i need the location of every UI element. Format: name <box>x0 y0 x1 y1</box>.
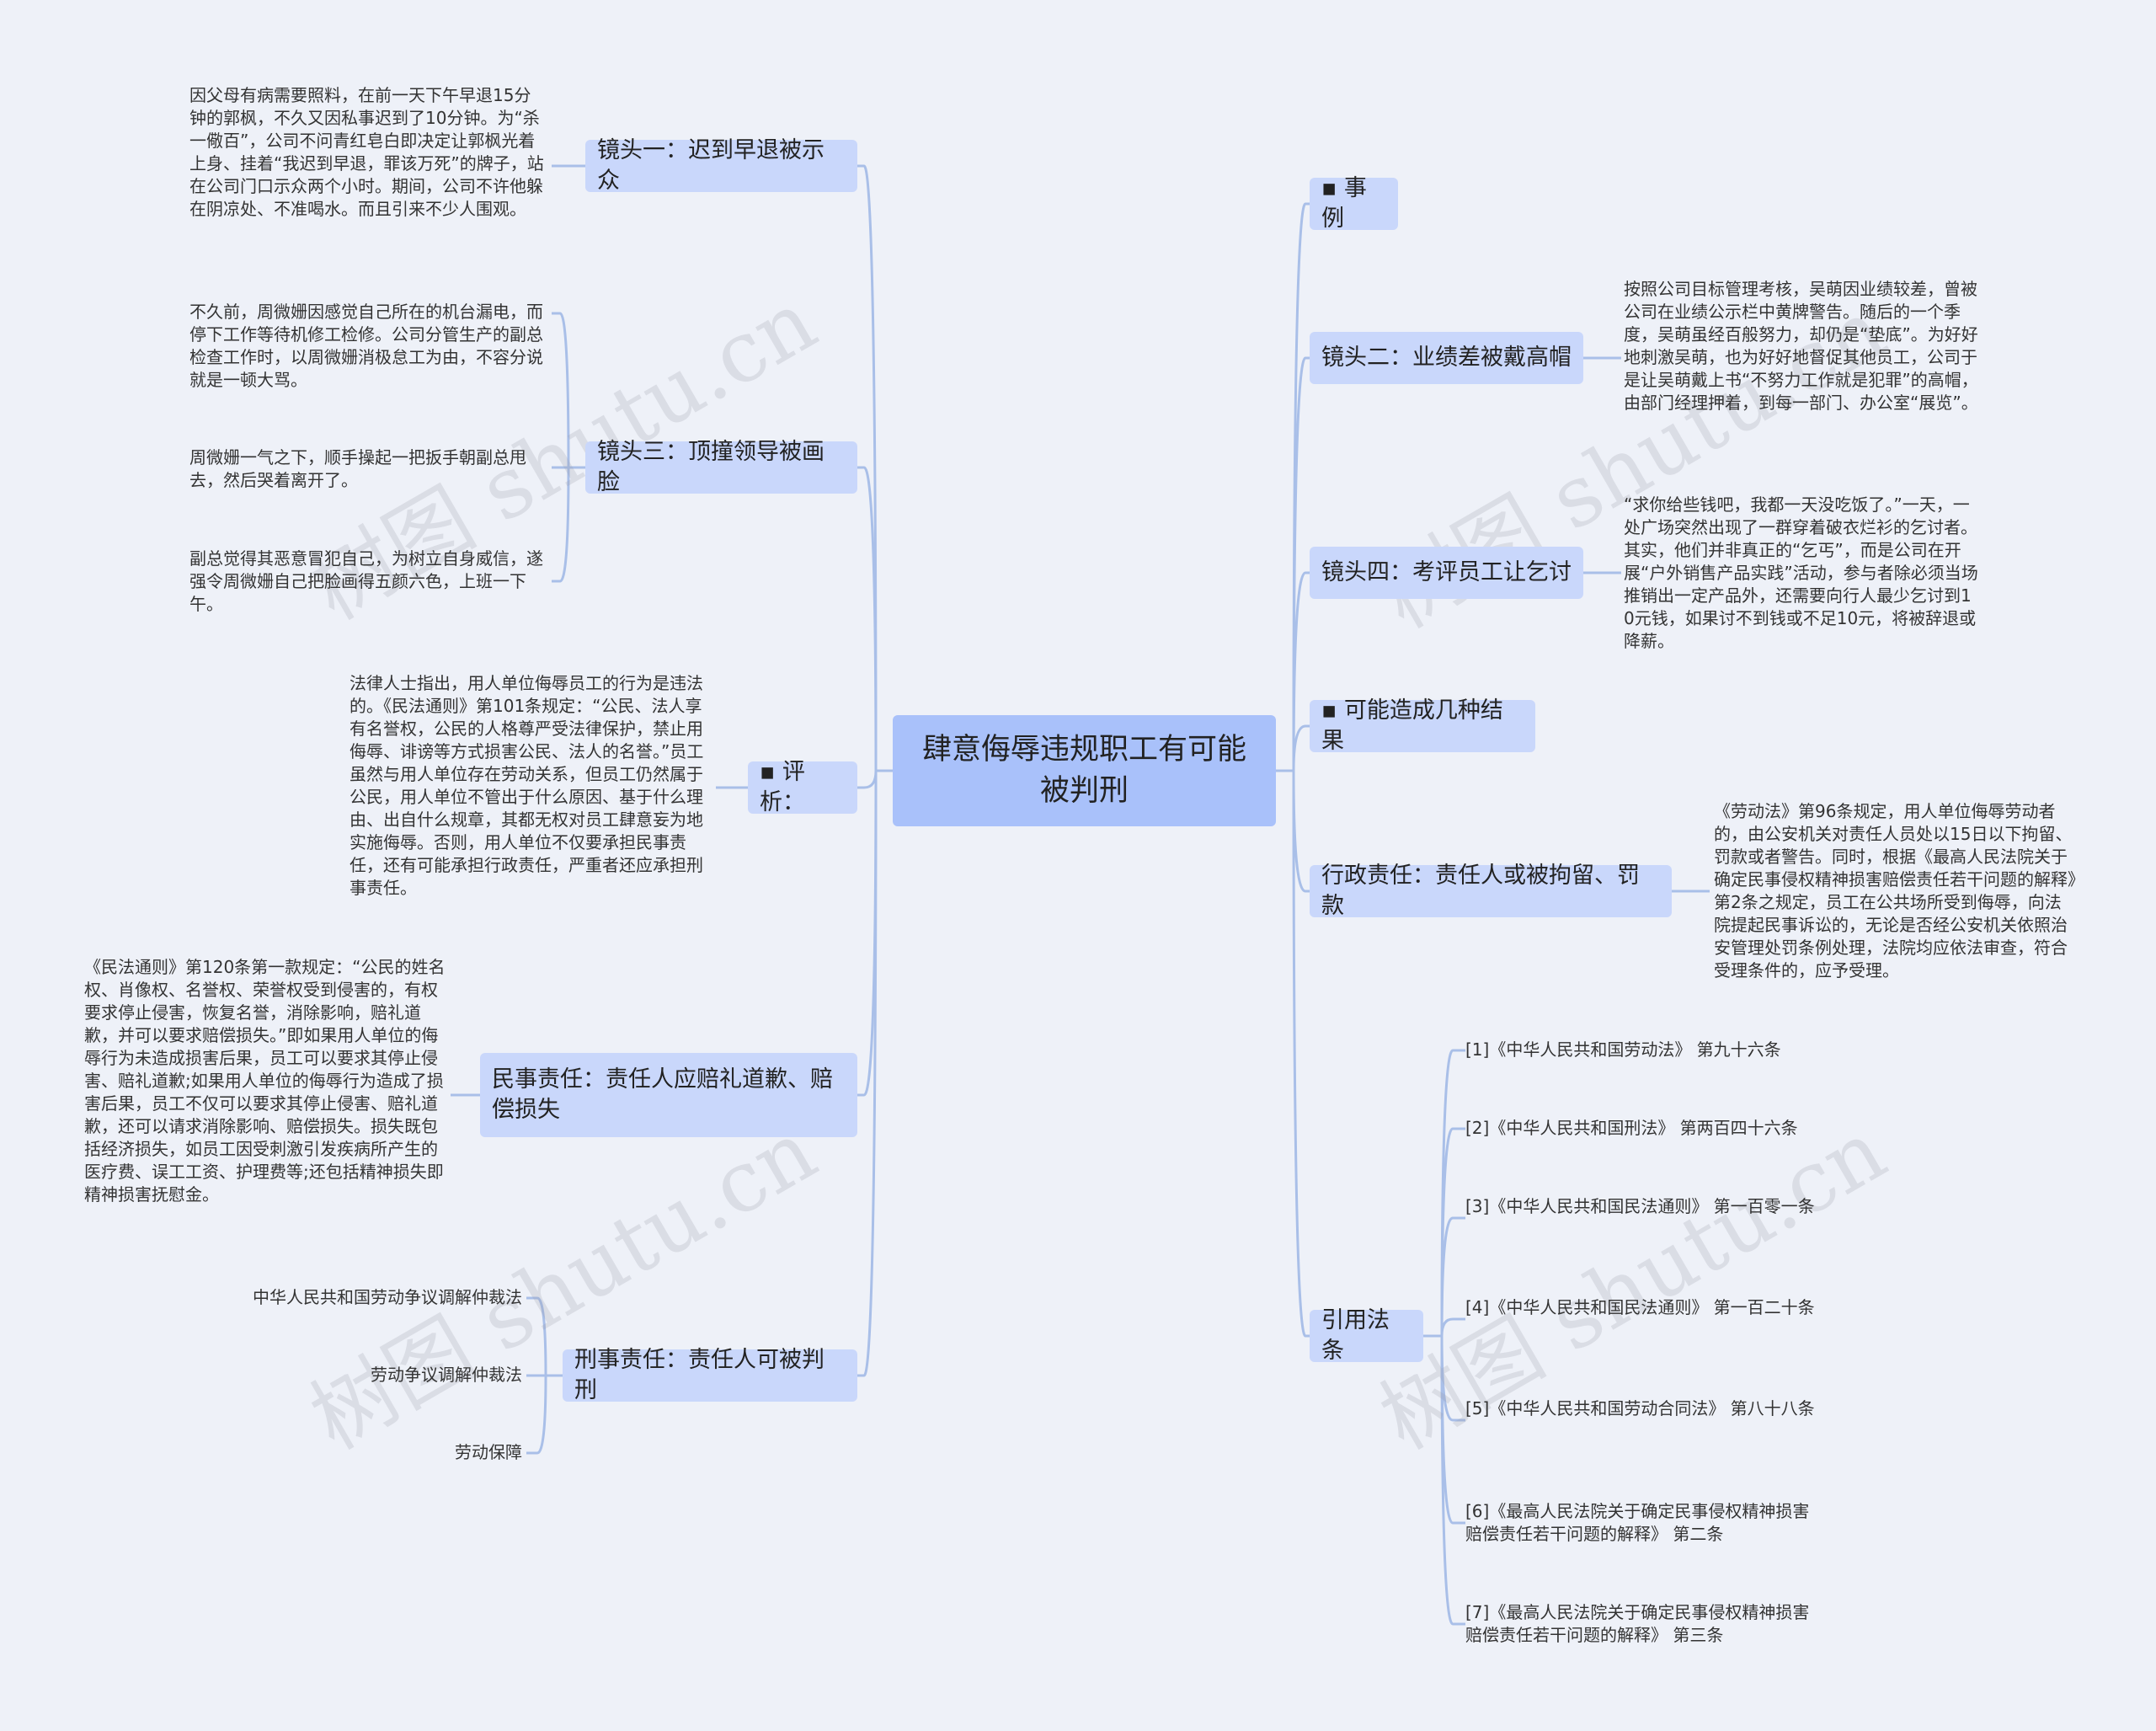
branch-pingxi[interactable]: ▪ 评析： <box>748 759 857 815</box>
reference-item: [3]《中华人民共和国民法通则》 第一百零一条 <box>1465 1196 1815 1216</box>
leaf-minshi-text: 《民法通则》第120条第一款规定：“公民的姓名权、肖像权、名誉权、荣誉权受到侵害… <box>84 957 446 1205</box>
branch-xingshi[interactable]: 刑事责任：责任人可被判刑 <box>563 1347 857 1403</box>
reference-item: [4]《中华人民共和国民法通则》 第一百二十条 <box>1465 1297 1815 1317</box>
leaf-pingxi-text: 法律人士指出，用人单位侮辱员工的行为是违法的。《民法通则》第101条规定：“公民… <box>350 673 704 898</box>
branch-yy[interactable]: 引用法条 <box>1310 1307 1423 1364</box>
reference-item: [1]《中华人民共和国劳动法》 第九十六条 <box>1465 1039 1781 1060</box>
branch-jt2[interactable]: 镜头二：业绩差被戴高帽 <box>1310 332 1583 384</box>
leaf-jt3-text-1: 不久前，周微姗因感觉自己所在的机台漏电，而停下工作等待机修工检修。公司分管生产的… <box>189 302 543 390</box>
branch-xz[interactable]: 行政责任：责任人或被拘留、罚款 <box>1310 863 1672 919</box>
leaf-jt2-text: 按照公司目标管理考核，吴萌因业绩较差，曾被公司在业绩公示栏中黄牌警告。随后的一个… <box>1624 279 1978 413</box>
branch-kn[interactable]: ▪ 可能造成几种结果 <box>1310 697 1535 754</box>
leaf-jt3-text-3: 副总觉得其恶意冒犯自己，为树立自身威信，遂强令周微姗自己把脸画得五颜六色，上班一… <box>189 548 543 614</box>
leaf-jt3-text-2: 周微姗一气之下，顺手操起一把扳手朝副总甩去，然后哭着离开了。 <box>189 447 526 490</box>
branch-jt1[interactable]: 镜头一：迟到早退被示众 <box>585 137 857 194</box>
reference-item: [7]《最高人民法院关于确定民事侵权精神损害赔偿责任若干问题的解释》 第三条 <box>1465 1602 1810 1645</box>
branch-jt3[interactable]: 镜头三：顶撞领导被画脸 <box>585 439 857 495</box>
leaf-xingshi-item: 中华人民共和国劳动争议调解仲裁法 <box>253 1287 522 1307</box>
reference-item: [5]《中华人民共和国劳动合同法》 第八十八条 <box>1465 1398 1815 1418</box>
leaf-xz-text: 《劳动法》第96条规定，用人单位侮辱劳动者的，由公安机关对责任人员处以15日以下… <box>1714 801 2076 980</box>
branch-minshi[interactable]: 民事责任：责任人应赔礼道歉、赔偿损失 <box>480 1053 857 1137</box>
leaf-jt1-text: 因父母有病需要照料，在前一天下午早退15分钟的郭枫，不久又因私事迟到了10分钟。… <box>189 85 544 219</box>
branch-jt4[interactable]: 镜头四：考评员工让乞讨 <box>1310 547 1583 599</box>
branch-shili[interactable]: ▪ 事例 <box>1310 175 1398 232</box>
leaf-xingshi-item: 劳动争议调解仲裁法 <box>371 1365 522 1385</box>
leaf-jt4-text: “求你给些钱吧，我都一天没吃饭了。”一天，一处广场突然出现了一群穿着破衣烂衫的乞… <box>1624 494 1978 651</box>
reference-item: [2]《中华人民共和国刑法》 第两百四十六条 <box>1465 1118 1798 1138</box>
root-topic[interactable]: 肆意侮辱违规职工有可能被判刑 <box>893 715 1276 826</box>
reference-item: [6]《最高人民法院关于确定民事侵权精神损害赔偿责任若干问题的解释》 第二条 <box>1465 1501 1810 1544</box>
leaf-xingshi-item: 劳动保障 <box>455 1442 522 1462</box>
